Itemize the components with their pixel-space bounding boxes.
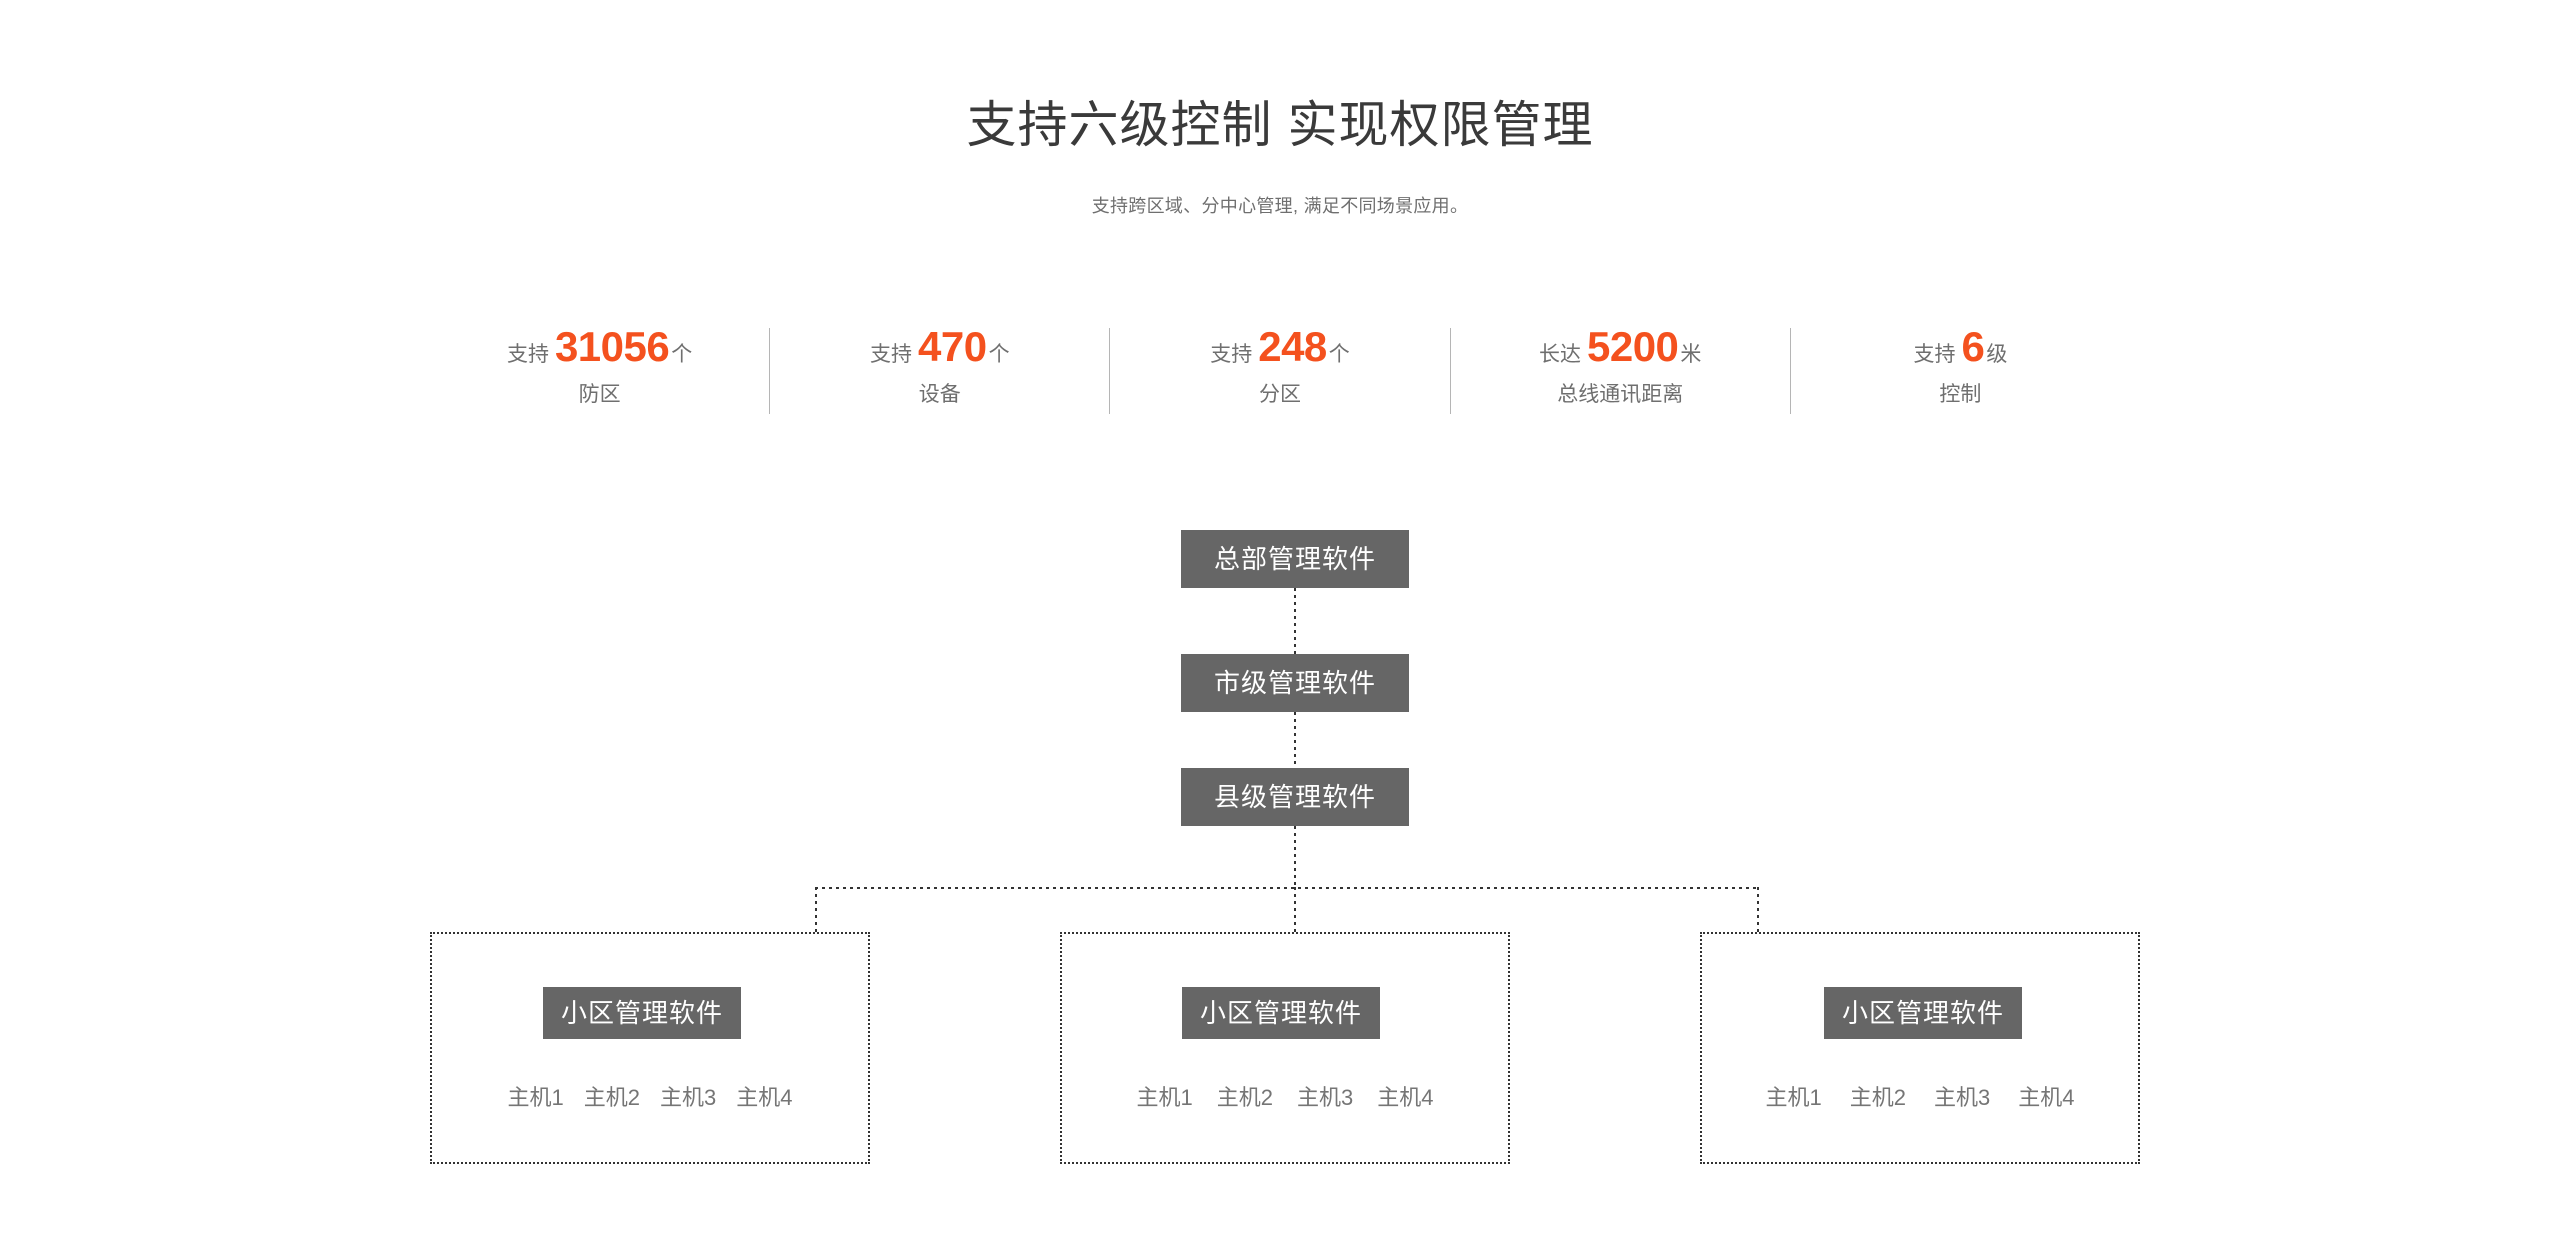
host-item: 主机3: [660, 1085, 717, 1110]
stat-unit: 级: [1986, 343, 2008, 366]
stat-prefix: 支持: [870, 343, 913, 366]
host-list: 主机1 主机2 主机3 主机4: [1062, 1087, 1508, 1109]
host-item: 主机2: [583, 1085, 640, 1110]
connector-level1-level2: [1294, 588, 1296, 654]
stat-number: 6: [1961, 323, 1985, 370]
node-city-software[interactable]: 市级管理软件: [1181, 654, 1409, 712]
node-community-software[interactable]: 小区管理软件: [543, 987, 742, 1039]
node-headquarters-software[interactable]: 总部管理软件: [1181, 530, 1409, 588]
connector-drop-group-1: [815, 887, 817, 934]
stat-label: 分区: [1259, 383, 1301, 406]
stat-number: 5200: [1586, 323, 1679, 370]
stat-number: 470: [918, 323, 987, 370]
stat-unit: 个: [1328, 343, 1350, 366]
community-group-1: 小区管理软件 主机1 主机2 主机3 主机4: [430, 932, 870, 1164]
stat-prefix: 支持: [1210, 343, 1253, 366]
node-community-software[interactable]: 小区管理软件: [1182, 987, 1381, 1039]
stat-prefix: 长达: [1538, 343, 1581, 366]
host-list: 主机1 主机2 主机3 主机4: [432, 1087, 868, 1109]
stat-divider: [1789, 328, 1791, 414]
host-item: 主机3: [1934, 1085, 1991, 1110]
community-group-2: 小区管理软件 主机1 主机2 主机3 主机4: [1060, 932, 1510, 1164]
stat-divider: [1449, 328, 1451, 414]
host-item: 主机3: [1297, 1085, 1354, 1110]
host-item: 主机1: [507, 1085, 564, 1110]
stat-unit: 米: [1680, 343, 1702, 366]
host-item: 主机4: [736, 1085, 793, 1110]
page-title: 支持六级控制 实现权限管理: [966, 97, 1594, 153]
stat-unit: 个: [988, 343, 1010, 366]
stat-label: 控制: [1939, 383, 1982, 406]
stat-prefix: 支持: [506, 343, 549, 366]
node-county-software[interactable]: 县级管理软件: [1181, 768, 1409, 826]
host-list: 主机1 主机2 主机3 主机4: [1702, 1087, 2138, 1109]
host-item: 主机1: [1136, 1085, 1193, 1110]
host-item: 主机4: [2018, 1085, 2075, 1110]
connector-drop-group-3: [1757, 887, 1759, 934]
stat-divider: [1109, 328, 1111, 414]
stat-prefix: 支持: [1913, 343, 1956, 366]
host-item: 主机4: [1377, 1085, 1434, 1110]
node-community-software[interactable]: 小区管理软件: [1824, 987, 2023, 1039]
stat-label: 设备: [918, 383, 961, 406]
community-group-3: 小区管理软件 主机1 主机2 主机3 主机4: [1700, 932, 2140, 1164]
host-item: 主机2: [1216, 1085, 1273, 1110]
connector-level2-level3: [1294, 712, 1296, 768]
host-item: 主机2: [1849, 1085, 1906, 1110]
connector-level3-branch: [1294, 826, 1296, 888]
stat-divider: [769, 328, 771, 414]
stat-number: 31056: [554, 323, 670, 370]
connector-drop-group-2: [1294, 887, 1296, 934]
host-item: 主机1: [1765, 1085, 1822, 1110]
stat-unit: 个: [671, 343, 693, 366]
stat-label: 总线通讯距离: [1557, 383, 1684, 406]
stat-number: 248: [1258, 323, 1327, 370]
page-subtitle: 支持跨区域、分中心管理, 满足不同场景应用。: [1091, 196, 1469, 216]
stat-label: 防区: [578, 383, 621, 406]
connector-branch-horizontal: [815, 887, 1758, 889]
